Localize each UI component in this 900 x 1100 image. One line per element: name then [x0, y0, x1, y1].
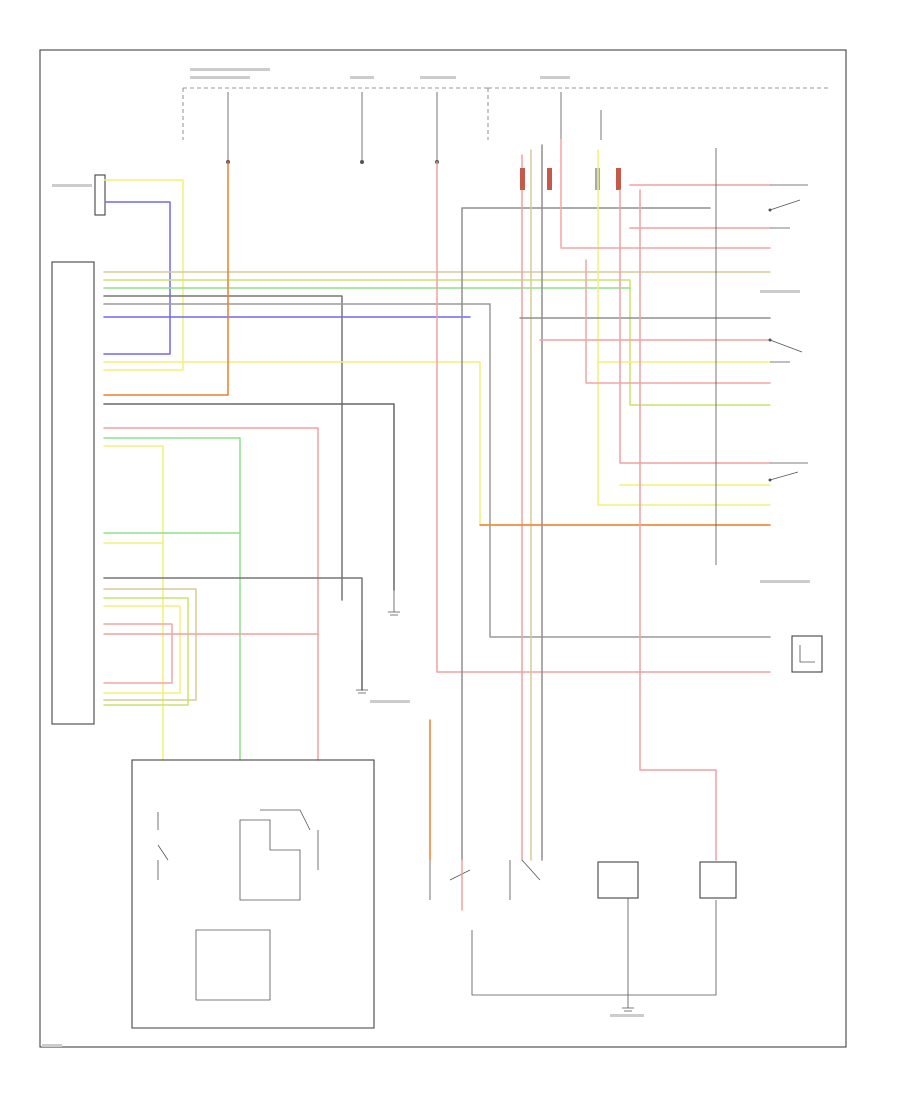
relay-4 [699, 861, 737, 899]
wire-yellow-top [103, 179, 184, 371]
fuse-group [226, 92, 602, 164]
wire-gray-main [461, 207, 711, 861]
wire-yellow-r1 [597, 149, 771, 506]
wire-tan-2 [103, 588, 197, 701]
relay-1-wiring [429, 860, 471, 900]
text-placeholder-corner [42, 1044, 62, 1047]
wire-gray-1 [103, 303, 771, 638]
ground-bottom [622, 1000, 634, 1012]
switch-node-3 [768, 478, 772, 482]
text-placeholder-right [760, 290, 800, 293]
internal-switch-1 [157, 812, 169, 880]
text-placeholder-top [190, 68, 270, 71]
wire-red-r5 [639, 189, 717, 861]
sensor-box [791, 635, 823, 673]
ground-symbols-mid [356, 590, 400, 694]
right-switches [768, 184, 808, 482]
text-placeholder-right-2 [760, 580, 810, 583]
wire-pink-r1 [560, 139, 771, 249]
switch-node-1 [768, 208, 772, 212]
wire-yellow-5 [103, 605, 181, 694]
internal-switch-2 [239, 819, 301, 901]
ground-bus [471, 898, 717, 1000]
switch-3 [769, 462, 808, 481]
lower-left-switch-internals [132, 809, 374, 1029]
label-placeholders [42, 68, 810, 1047]
wire-orange-1 [103, 161, 229, 396]
pin-2 [547, 168, 552, 190]
fuse-2-terminal [360, 160, 364, 164]
ground-2 [356, 640, 368, 694]
internal-switch-4 [195, 929, 271, 1001]
text-placeholder-center [370, 700, 410, 703]
text-placeholder-left [52, 184, 92, 187]
diagram-border [39, 49, 847, 1048]
relay-2-wiring [509, 859, 541, 900]
wire-yellow-green-2 [103, 597, 189, 706]
module-lower-wires [103, 532, 363, 706]
text-placeholder-top-2 [190, 76, 250, 79]
wire-gray-2 [103, 403, 395, 591]
bottom-relays [429, 719, 737, 1012]
text-placeholder-bottom [610, 1014, 644, 1017]
sensor-symbol [799, 645, 815, 663]
switch-2 [769, 339, 803, 363]
wire-yellow-green-1 [103, 279, 771, 406]
relay-3 [597, 861, 639, 899]
wire-red-main [436, 161, 771, 673]
control-module-box [51, 261, 95, 725]
wire-pink-r2 [585, 259, 771, 384]
right-switch-wires [519, 139, 771, 861]
wire-red-r4 [619, 189, 771, 464]
central-connector-pins [520, 168, 621, 190]
wire-pink-2 [103, 623, 173, 684]
text-placeholder-top-4 [420, 76, 456, 79]
wire-red-1 [103, 427, 319, 761]
pin-4 [616, 168, 621, 190]
text-placeholder-top-5 [540, 76, 570, 79]
pin-1 [520, 168, 525, 190]
wire-blue-top [103, 201, 171, 355]
wire-green-2 [103, 437, 241, 761]
text-placeholder-top-3 [350, 76, 374, 79]
wire-yellow-3 [103, 445, 164, 761]
wire-black-1 [103, 295, 343, 601]
ground-1 [388, 590, 400, 616]
auxiliary-connector-box [94, 174, 106, 216]
switch-node-2 [768, 338, 772, 342]
switch-1 [769, 184, 808, 229]
central-wires [436, 144, 771, 861]
lower-left-switch-box [131, 759, 375, 1029]
internal-switch-3 [260, 809, 319, 870]
